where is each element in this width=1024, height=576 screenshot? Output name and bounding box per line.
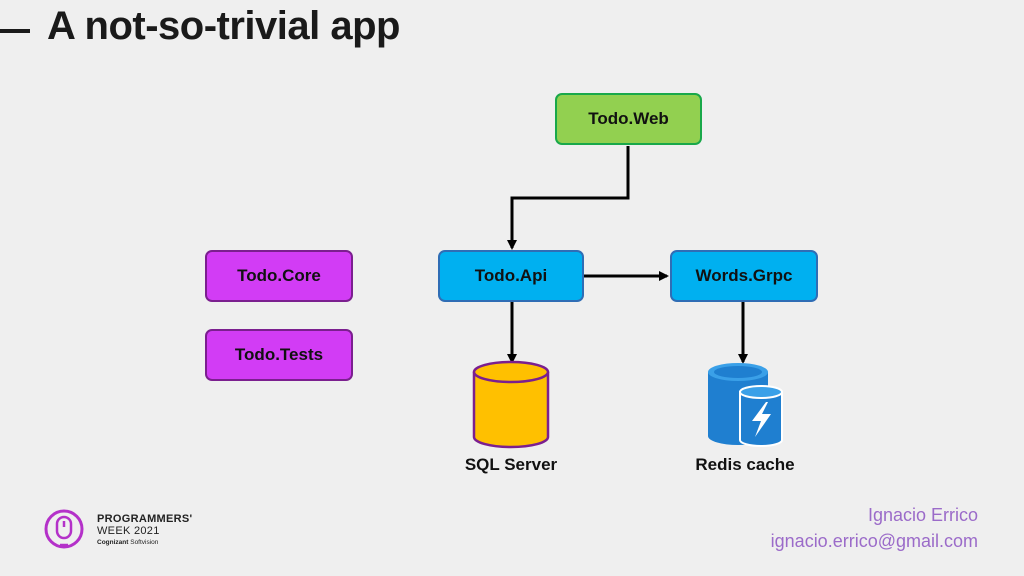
todo-web-node: Todo.Web [555,93,702,145]
sponsor-name-bold: Cognizant [97,539,129,547]
sponsor-text: Cognizant Softvision [97,539,192,547]
todo-api-label: Todo.Api [474,266,548,285]
todo-tests-label: Todo.Tests [234,345,324,364]
redis-cache-label: Redis cache [695,455,795,474]
connector-web-to-api [507,146,630,250]
todo-tests-node: Todo.Tests [205,329,353,381]
author-name: Ignacio Errico [867,505,978,525]
words-grpc-node: Words.Grpc [670,250,818,302]
title-dash [0,29,30,33]
author-block: Ignacio Errico ignacio.errico@gmail.com [771,502,978,554]
words-grpc-label: Words.Grpc [695,266,793,285]
slide-title: A not-so-trivial app [47,4,400,48]
event-logo-text: PROGRAMMERS' WEEK 2021 Cognizant Softvis… [97,513,193,547]
programmers-week-logo-icon [44,509,84,549]
author-email: ignacio.errico@gmail.com [770,531,978,551]
sql-server-database-icon [472,360,550,449]
sponsor-name-rest: Softvision [128,539,159,547]
todo-web-label: Todo.Web [588,109,669,128]
redis-cache-icon [708,363,783,447]
todo-core-node: Todo.Core [205,250,353,302]
event-name: PROGRAMMERS' [97,513,193,525]
todo-core-label: Todo.Core [237,266,321,285]
todo-api-node: Todo.Api [438,250,584,302]
sql-server-label: SQL Server [464,455,558,474]
event-year: WEEK 2021 [97,524,160,537]
